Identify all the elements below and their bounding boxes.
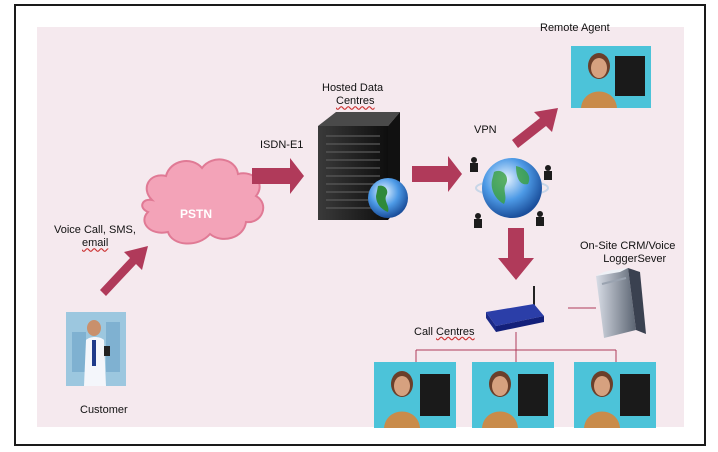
crm-server-icon [596,268,646,338]
crm-server-label: On-Site CRM/Voice LoggerSever [580,240,676,266]
customer-label: Customer [80,404,128,416]
remote-agent-image [571,46,651,108]
hosted-server-icon [318,112,408,220]
vpn-globe-icon [470,157,552,228]
callcentre-lines [415,332,617,362]
voice-call-label: Voice Call, SMS, email [54,224,136,250]
pstn-label: PSTN [180,207,213,221]
customer-image [66,312,126,386]
call-centre-agent-image-1 [374,362,456,428]
pstn-cloud [141,158,265,245]
arrow-pstn-to-hosted [252,158,304,194]
call-centre-agent-image-2 [472,362,554,428]
call-centre-agent-image-3 [574,362,656,428]
arrow-customer-to-pstn [100,246,148,296]
arrow-vpn-to-remote [512,108,558,148]
router-icon [486,286,544,332]
hosted-data-centres-label: Hosted Data Centres [322,82,384,108]
vpn-label: VPN [474,124,497,136]
isdn-label: ISDN-E1 [260,139,304,151]
remote-agent-label: Remote Agent [540,22,610,34]
arrow-hosted-to-vpn [412,156,462,192]
flow-arrows [100,108,558,296]
call-centres-label: Call Centres [414,326,475,338]
arrow-vpn-to-callcentres [498,228,534,280]
